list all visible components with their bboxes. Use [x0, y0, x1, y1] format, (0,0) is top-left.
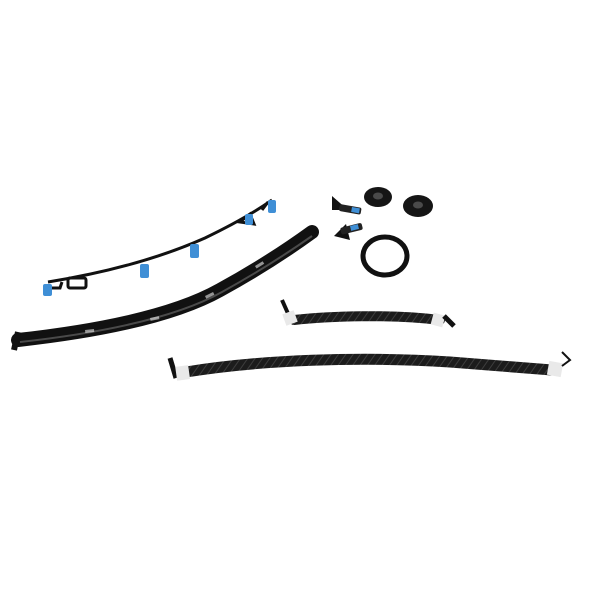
- blue-clip: [140, 264, 149, 278]
- washers: [364, 187, 433, 217]
- tape-wrap: [175, 365, 191, 381]
- bolt: [332, 196, 362, 215]
- washer: [403, 195, 433, 217]
- blue-clip: [268, 200, 276, 213]
- blue-clip: [190, 244, 199, 258]
- blue-clip: [43, 284, 52, 296]
- tape-wrap: [430, 312, 446, 328]
- blue-clip: [245, 214, 253, 225]
- bolt: [334, 223, 363, 240]
- long-cable: [167, 351, 572, 381]
- tape-wrap: [546, 360, 564, 378]
- bolts: [332, 196, 363, 240]
- washer: [364, 187, 392, 207]
- tape-wrap: [282, 310, 298, 326]
- short-cable: [280, 299, 456, 328]
- o-ring: [360, 234, 410, 278]
- clip-strip: [43, 198, 276, 296]
- curved-rail: [11, 225, 319, 351]
